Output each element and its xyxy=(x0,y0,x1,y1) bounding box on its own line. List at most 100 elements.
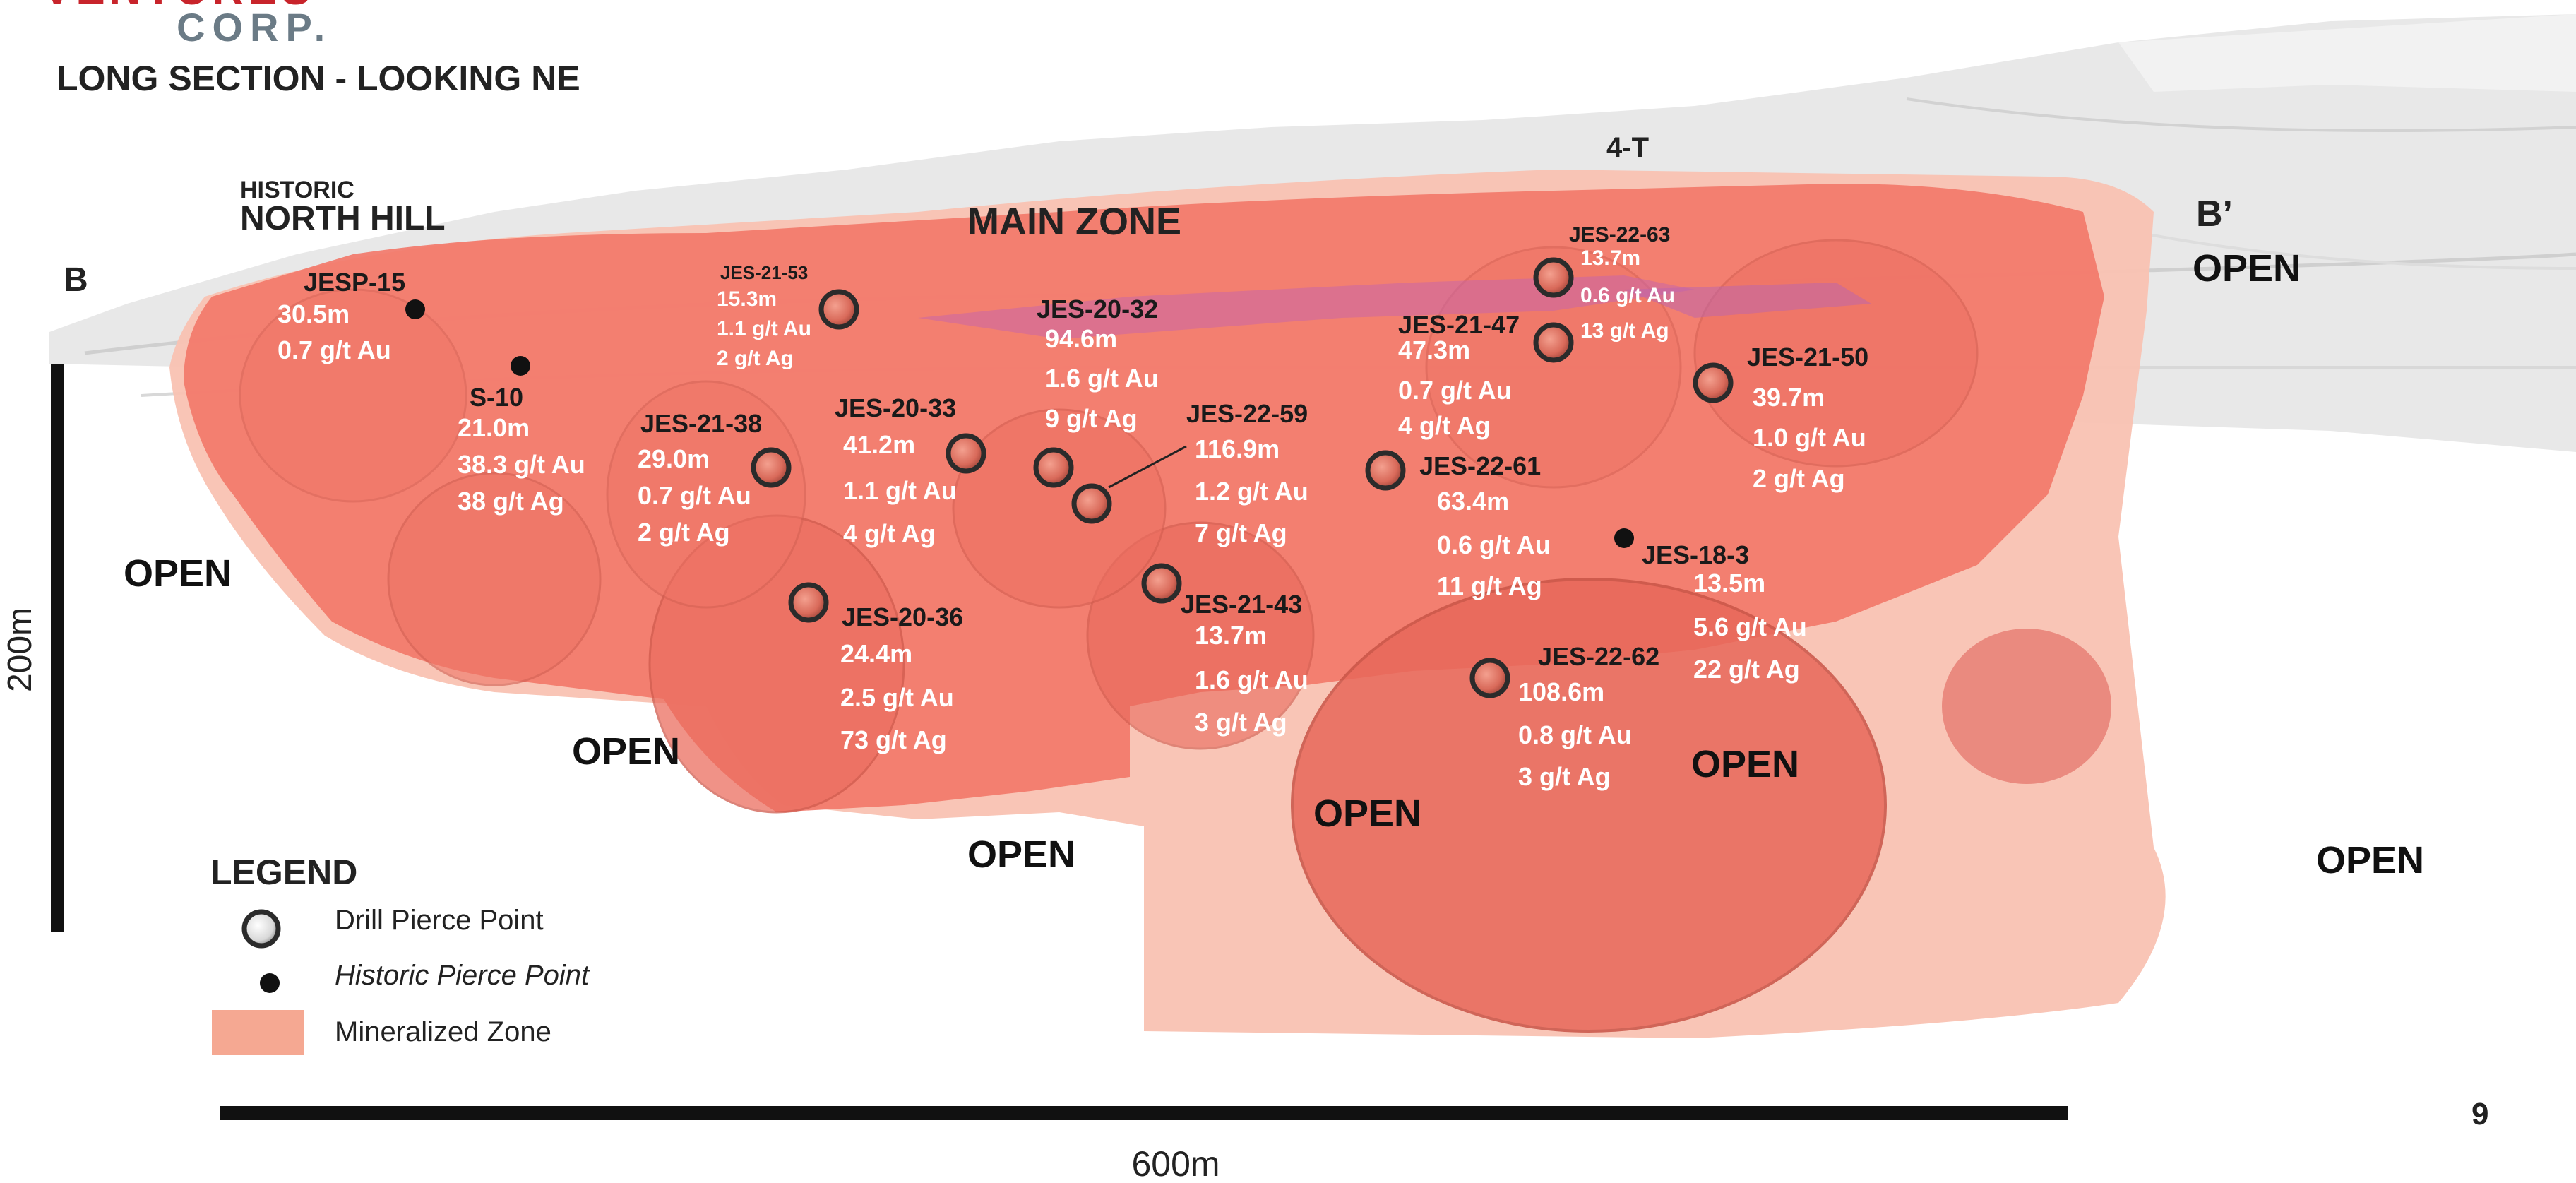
intercept-length: 116.9m xyxy=(1195,434,1280,463)
drill-pierce-point xyxy=(1368,453,1403,488)
intercept-length: 39.7m xyxy=(1753,383,1825,412)
intercept-length: 24.4m xyxy=(840,639,912,668)
section-end-label: B’ xyxy=(2196,194,2233,234)
drill-pierce-point xyxy=(1472,660,1508,696)
intercept-au: 1.6 g/t Au xyxy=(1045,364,1159,393)
legend-historic-label: Historic Pierce Point xyxy=(335,960,590,991)
intercept-id: JES-18-3 xyxy=(1642,540,1749,569)
drill-pierce-point xyxy=(1536,325,1571,360)
vertical-scale-label: 200m xyxy=(1,607,39,692)
historic-pierce-point xyxy=(405,299,425,319)
intercept-id: JES-22-62 xyxy=(1538,642,1659,671)
intercept-ag: 9 g/t Ag xyxy=(1045,404,1138,433)
north-hill-label: NORTH HILL xyxy=(240,200,446,237)
intercept-ag: 3 g/t Ag xyxy=(1195,708,1287,737)
drill-pierce-point xyxy=(1074,486,1109,521)
intercept-length: 13.7m xyxy=(1195,621,1267,650)
drill-pierce-point xyxy=(753,450,789,485)
intercept-ag: 38 g/t Ag xyxy=(458,487,564,516)
intercept-ag: 2 g/t Ag xyxy=(1753,464,1845,493)
intercept-au: 1.2 g/t Au xyxy=(1195,477,1308,506)
intercept-length: 13.5m xyxy=(1693,569,1765,598)
intercept-au: 0.7 g/t Au xyxy=(638,481,751,510)
intercept-au: 0.6 g/t Au xyxy=(1437,530,1551,559)
open-label: OPEN xyxy=(2193,247,2301,290)
open-label: OPEN xyxy=(124,552,232,595)
intercept-length: 15.3m xyxy=(717,287,777,311)
drill-pierce-point xyxy=(1144,566,1179,601)
intercept-au: 0.6 g/t Au xyxy=(1580,284,1675,307)
legend-zone-label: Mineralized Zone xyxy=(335,1016,551,1047)
intercept-au: 38.3 g/t Au xyxy=(458,450,585,479)
legend-drill-marker xyxy=(244,912,278,946)
intercept-ag: 4 g/t Ag xyxy=(843,519,936,548)
four-t-label: 4-T xyxy=(1606,132,1649,163)
intercept-id: JES-20-36 xyxy=(842,602,963,631)
intercept-au: 0.8 g/t Au xyxy=(1518,720,1632,749)
intercept-length: 41.2m xyxy=(843,430,915,459)
company-name-line2: CORP. xyxy=(177,5,332,49)
main-zone-label: MAIN ZONE xyxy=(967,201,1181,243)
intercept-id: JES-20-33 xyxy=(835,393,956,422)
intercept-ag: 4 g/t Ag xyxy=(1398,411,1491,440)
intercept-ag: 11 g/t Ag xyxy=(1437,571,1542,600)
intercept-length: 47.3m xyxy=(1398,335,1470,364)
intercept-length: 108.6m xyxy=(1518,677,1604,706)
intercept-id: JES-22-59 xyxy=(1186,399,1308,428)
intercept-id: JES-21-47 xyxy=(1398,310,1520,339)
historic-pierce-point xyxy=(1614,528,1634,548)
intercept-ag: 2 g/t Ag xyxy=(717,347,794,370)
intercept-id: JES-22-63 xyxy=(1569,223,1670,246)
intercept-au: 1.0 g/t Au xyxy=(1753,423,1866,452)
intercept-ag: 13 g/t Ag xyxy=(1580,319,1669,343)
drill-pierce-point xyxy=(1695,365,1731,400)
intercept-au: 1.1 g/t Au xyxy=(717,317,811,340)
historic-pierce-point xyxy=(511,356,530,376)
intercept-length: 21.0m xyxy=(458,413,530,442)
intercept-au: 2.5 g/t Au xyxy=(840,683,954,712)
drill-pierce-point xyxy=(1536,260,1571,295)
drill-pierce-point xyxy=(1036,450,1071,485)
horizontal-scale-label: 600m xyxy=(1131,1144,1220,1183)
intercept-id: JES-21-50 xyxy=(1747,343,1868,371)
vertical-scale-bar: 200m xyxy=(1,364,64,932)
company-logo: VENTURES CORP. xyxy=(42,0,332,49)
drill-pierce-point xyxy=(791,585,826,620)
intercept-length: 29.0m xyxy=(638,444,710,473)
intercept-id: JES-21-43 xyxy=(1181,590,1302,619)
legend-historic-marker xyxy=(260,973,280,993)
open-label: OPEN xyxy=(1691,743,1799,785)
horizontal-scale-bar: 600m xyxy=(220,1106,2068,1183)
intercept-au: 0.7 g/t Au xyxy=(278,335,391,364)
legend: LEGEND Drill Pierce Point Historic Pierc… xyxy=(210,852,590,1055)
intercept-ag: 73 g/t Ag xyxy=(840,725,947,754)
open-label: OPEN xyxy=(572,730,680,773)
intercept-au: 5.6 g/t Au xyxy=(1693,612,1807,641)
legend-zone-swatch xyxy=(212,1010,304,1055)
open-label: OPEN xyxy=(2316,839,2424,881)
intercept-id: JES-22-61 xyxy=(1419,451,1541,480)
intercept-length: 30.5m xyxy=(278,299,350,328)
intercept-id: JES-20-32 xyxy=(1037,295,1158,323)
intercept-id: JES-21-38 xyxy=(640,409,762,438)
intercept-au: 1.1 g/t Au xyxy=(843,476,957,505)
intercept-ag: 22 g/t Ag xyxy=(1693,655,1800,684)
intercept-length: 13.7m xyxy=(1580,246,1640,270)
intercept-ag: 3 g/t Ag xyxy=(1518,762,1611,791)
intercept-id: S-10 xyxy=(470,383,523,412)
legend-drill-label: Drill Pierce Point xyxy=(335,905,544,936)
drill-pierce-point xyxy=(948,436,984,471)
section-start-label: B xyxy=(64,261,88,299)
page-title: LONG SECTION - LOOKING NE xyxy=(56,59,580,98)
intercept-length: 94.6m xyxy=(1045,324,1117,353)
intercept-au: 0.7 g/t Au xyxy=(1398,376,1512,405)
intercept-id: JES-21-53 xyxy=(720,262,808,283)
intercept-ag: 7 g/t Ag xyxy=(1195,518,1287,547)
drill-pierce-point xyxy=(821,292,857,327)
open-label: OPEN xyxy=(967,833,1075,876)
intercept-ag: 2 g/t Ag xyxy=(638,518,730,547)
intercept-au: 1.6 g/t Au xyxy=(1195,665,1308,694)
intercept-length: 63.4m xyxy=(1437,487,1509,516)
open-label: OPEN xyxy=(1313,792,1421,835)
